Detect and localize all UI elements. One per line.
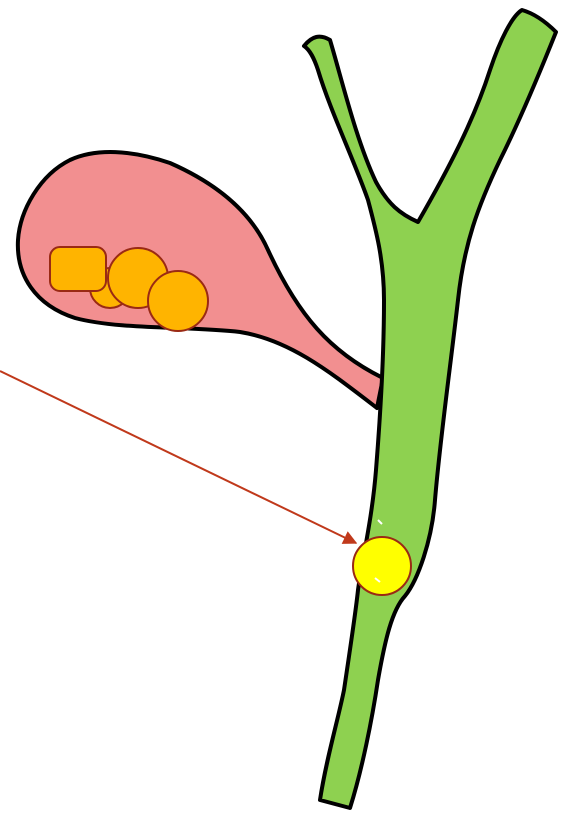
gallstone-in-duct <box>353 537 411 595</box>
pointer-arrow <box>0 371 356 543</box>
bile-duct <box>304 10 556 808</box>
gallstone-large <box>148 271 208 331</box>
gallstone-square <box>50 247 106 291</box>
